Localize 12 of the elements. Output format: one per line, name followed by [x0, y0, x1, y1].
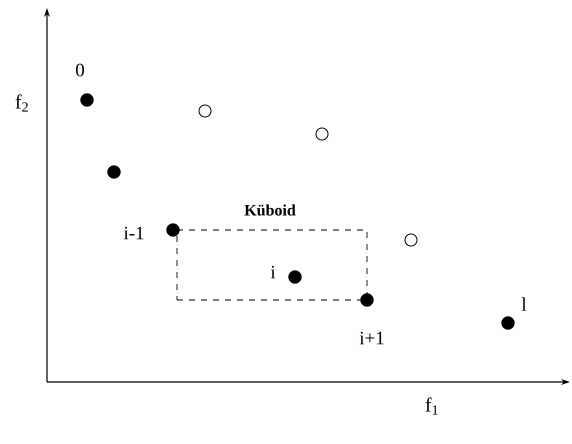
- hollow-point: [198, 104, 212, 118]
- axis-label: f$_{2}$: [16, 94, 28, 112]
- solid-point: [107, 165, 121, 179]
- hollow-point: [316, 128, 328, 140]
- point-label: 0: [76, 64, 84, 76]
- point-label: l: [522, 297, 526, 311]
- axis-label: f$_{1}$: [426, 397, 438, 415]
- point-label: i: [270, 266, 276, 278]
- point-label: i-1: [124, 226, 144, 240]
- box-label: Küboid: [244, 204, 296, 216]
- hollow-point: [404, 234, 418, 246]
- point-label: i+1: [360, 332, 384, 344]
